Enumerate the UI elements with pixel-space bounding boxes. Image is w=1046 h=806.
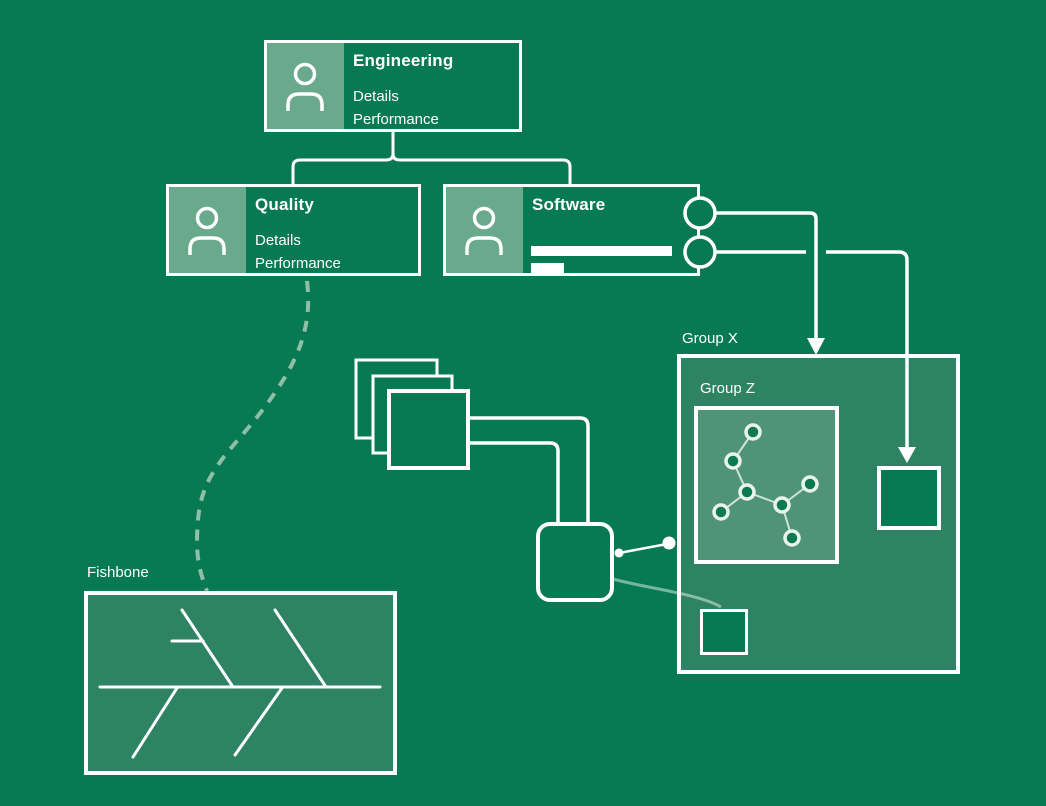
person-icon bbox=[465, 206, 503, 255]
stacked-squares[interactable] bbox=[354, 358, 470, 470]
quality-icon-panel bbox=[169, 187, 246, 273]
org-tree-connector[interactable] bbox=[291, 132, 572, 184]
engineering-title: Engineering bbox=[353, 51, 454, 70]
person-icon bbox=[286, 62, 324, 111]
group-x-bottom-square[interactable] bbox=[700, 609, 748, 655]
group-x-right-square[interactable] bbox=[877, 466, 941, 530]
text-placeholder-bar-short bbox=[531, 263, 564, 273]
quality-performance: Performance bbox=[255, 255, 341, 272]
group-z-container[interactable] bbox=[694, 406, 839, 564]
software-title: Software bbox=[532, 195, 606, 214]
engineering-details: Details bbox=[353, 88, 399, 105]
pipe-connector[interactable] bbox=[468, 416, 590, 524]
engineering-box[interactable]: Engineering Details Performance bbox=[264, 40, 522, 132]
software-box[interactable]: Software bbox=[443, 184, 700, 276]
link-endpoint-dot-large bbox=[662, 536, 676, 550]
fishbone-label: Fishbone bbox=[87, 564, 149, 581]
group-x-label: Group X bbox=[682, 330, 738, 347]
quality-fishbone-dashed-connector[interactable] bbox=[195, 280, 311, 592]
arrowhead-down bbox=[807, 338, 825, 355]
dot-link-connector[interactable] bbox=[614, 536, 676, 558]
fishbone-box[interactable] bbox=[84, 591, 397, 775]
engineering-icon-panel bbox=[267, 43, 344, 129]
quality-title: Quality bbox=[255, 195, 315, 214]
quality-details: Details bbox=[255, 232, 301, 249]
group-z-label: Group Z bbox=[700, 380, 756, 397]
quality-box[interactable]: Quality Details Performance bbox=[166, 184, 421, 276]
person-icon bbox=[188, 206, 226, 255]
engineering-performance: Performance bbox=[353, 111, 439, 128]
rounded-square-node[interactable] bbox=[536, 522, 614, 602]
link-endpoint-dot-small bbox=[614, 548, 624, 558]
software-icon-panel bbox=[446, 187, 523, 273]
text-placeholder-bar-long bbox=[531, 246, 672, 256]
